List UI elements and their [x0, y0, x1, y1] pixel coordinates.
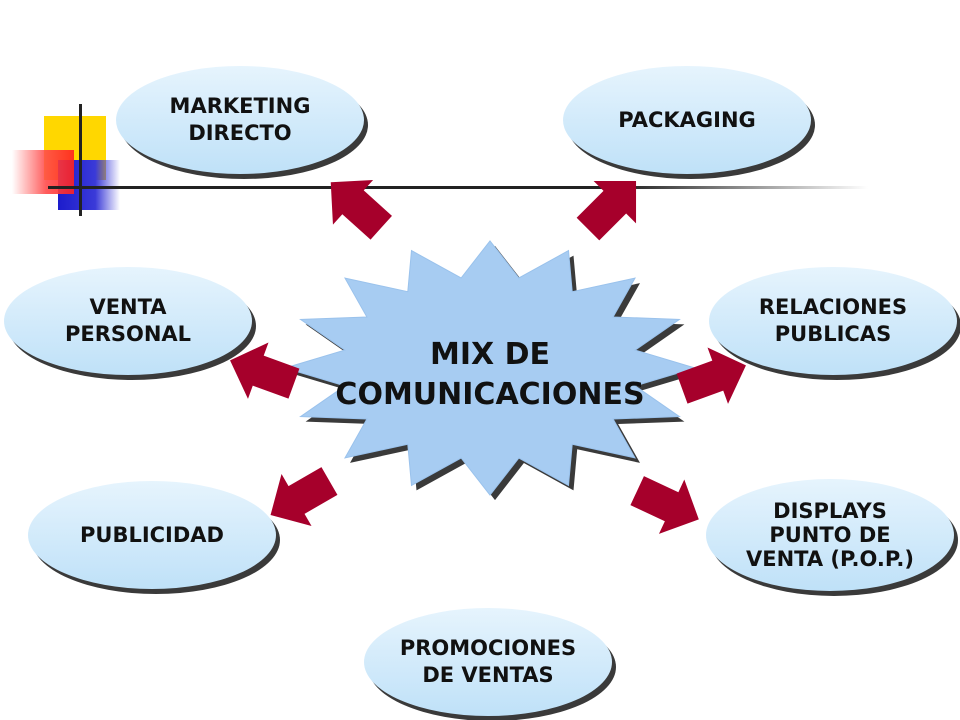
arrow-to-publicidad — [270, 467, 338, 526]
node-label-publicidad: PUBLICIDAD — [80, 522, 224, 547]
node-label-packaging: PACKAGING — [618, 107, 756, 132]
node-promociones-ventas — [364, 608, 616, 720]
center-label: MIX DE COMUNICACIONES — [335, 336, 645, 413]
node-label-marketing-directo: MARKETING DIRECTO — [169, 94, 311, 145]
node-publicidad — [28, 481, 280, 594]
node-marketing-directo — [116, 66, 368, 179]
arrow-to-marketing-directo — [330, 180, 392, 240]
center-star — [283, 240, 700, 501]
node-label-promociones-ventas: PROMOCIONES DE VENTAS — [399, 636, 577, 687]
decor-horizontal-line — [48, 186, 868, 189]
node-relaciones-publicas — [709, 267, 960, 380]
node-displays-pop — [706, 479, 958, 596]
arrow-to-relaciones-publicas — [676, 347, 746, 404]
node-packaging — [563, 66, 815, 179]
node-label-displays-pop: DISPLAYS PUNTO DE VENTA (P.O.P.) — [745, 498, 915, 572]
node-venta-personal — [4, 267, 256, 380]
arrow-to-venta-personal — [230, 342, 300, 399]
arrow-to-packaging — [576, 180, 637, 241]
decor-vertical-line — [79, 104, 82, 216]
arrow-to-displays-pop — [630, 476, 699, 534]
node-label-venta-personal: VENTA PERSONAL — [64, 295, 192, 346]
node-label-relaciones-publicas: RELACIONES PUBLICAS — [758, 295, 908, 346]
